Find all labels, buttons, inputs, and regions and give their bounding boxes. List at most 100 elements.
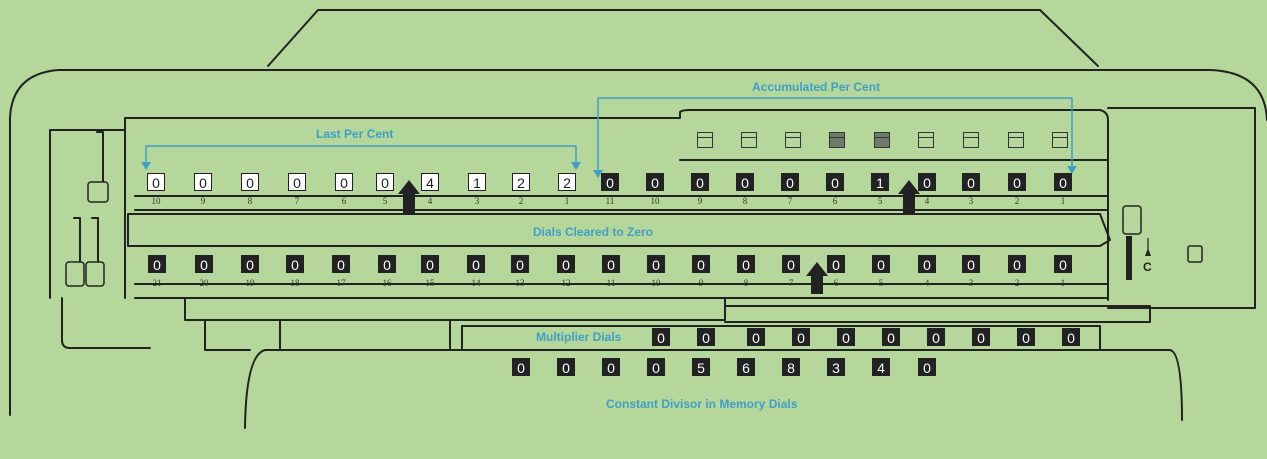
- cleared-dial: 0: [421, 255, 439, 273]
- cleared-dial: 0: [378, 255, 396, 273]
- last-per-cent-dial: 4: [421, 173, 439, 191]
- last-per-cent-label: Last Per Cent: [316, 127, 394, 141]
- dial-position-number: 6: [832, 196, 838, 206]
- dial-position-number: 5: [877, 196, 883, 206]
- dial-position-number: 7: [788, 278, 794, 288]
- lever-handle-low2: [85, 261, 105, 287]
- cleared-dial: 0: [962, 255, 980, 273]
- left-lever-low2: [91, 217, 99, 263]
- bracket-arrowheads: [141, 162, 1077, 178]
- clear-key-label: C: [1143, 260, 1152, 274]
- dial-position-number: 5: [878, 278, 884, 288]
- accumulated-dial: 0: [918, 173, 936, 191]
- dial-position-number: 13: [515, 278, 525, 288]
- clear-lever-handle: [1122, 205, 1142, 235]
- cleared-dial: 0: [692, 255, 710, 273]
- dial-position-number: 3: [968, 278, 974, 288]
- cleared-dial: 0: [195, 255, 213, 273]
- accumulated-dial: 0: [826, 173, 844, 191]
- cleared-dial: 0: [286, 255, 304, 273]
- dial-position-number: 21: [152, 278, 162, 288]
- main-body: [9, 69, 1267, 416]
- dial-position-number: 7: [787, 196, 793, 206]
- decimal-arrow-right: [898, 180, 920, 214]
- dial-position-number: 2: [518, 196, 524, 206]
- accumulated-dial: 0: [781, 173, 799, 191]
- register-indicator: [918, 132, 934, 148]
- multiplier-dial: 0: [747, 328, 765, 346]
- dial-position-number: 4: [924, 196, 930, 206]
- accumulated-dial: 0: [691, 173, 709, 191]
- dial-position-number: 1: [564, 196, 570, 206]
- cleared-dial: 0: [467, 255, 485, 273]
- dial-position-number: 1: [1060, 278, 1066, 288]
- dial-position-number: 10: [650, 196, 660, 206]
- dial-position-number: 5: [382, 196, 388, 206]
- top-cover: [267, 9, 1099, 67]
- multiplier-dial: 0: [652, 328, 670, 346]
- dial-position-number: 11: [606, 278, 616, 288]
- dial-position-number: 8: [743, 278, 749, 288]
- register-indicator: [1052, 132, 1068, 148]
- cleared-dial: 0: [1054, 255, 1072, 273]
- dial-position-number: 10: [651, 278, 661, 288]
- divisor-dial: 3: [827, 358, 845, 376]
- register-indicator: [829, 132, 845, 148]
- multiplier-dial: 0: [927, 328, 945, 346]
- accumulated-dial: 0: [1008, 173, 1026, 191]
- dial-position-number: 7: [294, 196, 300, 206]
- dial-position-number: 10: [151, 196, 161, 206]
- last-per-cent-dial: 0: [194, 173, 212, 191]
- divisor-dial: 0: [557, 358, 575, 376]
- last-per-cent-dial: 2: [512, 173, 530, 191]
- keyboard-body: [244, 349, 1183, 429]
- cleared-dial: 0: [647, 255, 665, 273]
- register-indicator: [1008, 132, 1024, 148]
- lower-row-rail: [134, 283, 1109, 299]
- dial-position-number: 11: [605, 196, 615, 206]
- dial-position-number: 9: [200, 196, 206, 206]
- dial-position-number: 2: [1014, 196, 1020, 206]
- dial-position-number: 6: [341, 196, 347, 206]
- dial-position-number: 17: [336, 278, 346, 288]
- decimal-arrow-lower: [806, 262, 828, 294]
- cleared-dial: 0: [827, 255, 845, 273]
- accumulated-dial: 0: [962, 173, 980, 191]
- cleared-dial: 0: [557, 255, 575, 273]
- carriage: [61, 297, 1151, 351]
- divisor-dial: 0: [647, 358, 665, 376]
- lever-handle-top: [87, 181, 109, 203]
- last-per-cent-dial: 0: [376, 173, 394, 191]
- dials-cleared-label: Dials Cleared to Zero: [533, 225, 654, 239]
- constant-divisor-label: Constant Divisor in Memory Dials: [606, 397, 798, 411]
- last-per-cent-dial: 0: [288, 173, 306, 191]
- cleared-dial: 0: [148, 255, 166, 273]
- last-per-cent-dial: 0: [147, 173, 165, 191]
- multiplier-dial: 0: [1062, 328, 1080, 346]
- multiplier-dial: 0: [792, 328, 810, 346]
- left-recess: [279, 319, 451, 351]
- last-per-cent-dial: 0: [241, 173, 259, 191]
- divisor-dial: 0: [918, 358, 936, 376]
- accumulated-dial: 0: [1054, 173, 1072, 191]
- dial-position-number: 19: [245, 278, 255, 288]
- divisor-dial: 0: [602, 358, 620, 376]
- register-indicator: [963, 132, 979, 148]
- left-lever-top: [96, 131, 104, 189]
- divisor-dial: 5: [692, 358, 710, 376]
- decimal-arrow-left: [398, 180, 420, 214]
- accumulated-dial: 0: [736, 173, 754, 191]
- divisor-dial: 6: [737, 358, 755, 376]
- dial-position-number: 9: [697, 196, 703, 206]
- accumulated-per-cent-label: Accumulated Per Cent: [752, 80, 881, 94]
- dial-position-number: 2: [1014, 278, 1020, 288]
- cleared-dial: 0: [332, 255, 350, 273]
- multiplier-dial: 0: [882, 328, 900, 346]
- dial-position-number: 3: [474, 196, 480, 206]
- cleared-dial: 0: [872, 255, 890, 273]
- cleared-dial: 0: [918, 255, 936, 273]
- divisor-dial: 8: [782, 358, 800, 376]
- clear-arrow-down: [1145, 248, 1151, 256]
- clear-lever-slot: [1126, 236, 1132, 280]
- register-indicator: [874, 132, 890, 148]
